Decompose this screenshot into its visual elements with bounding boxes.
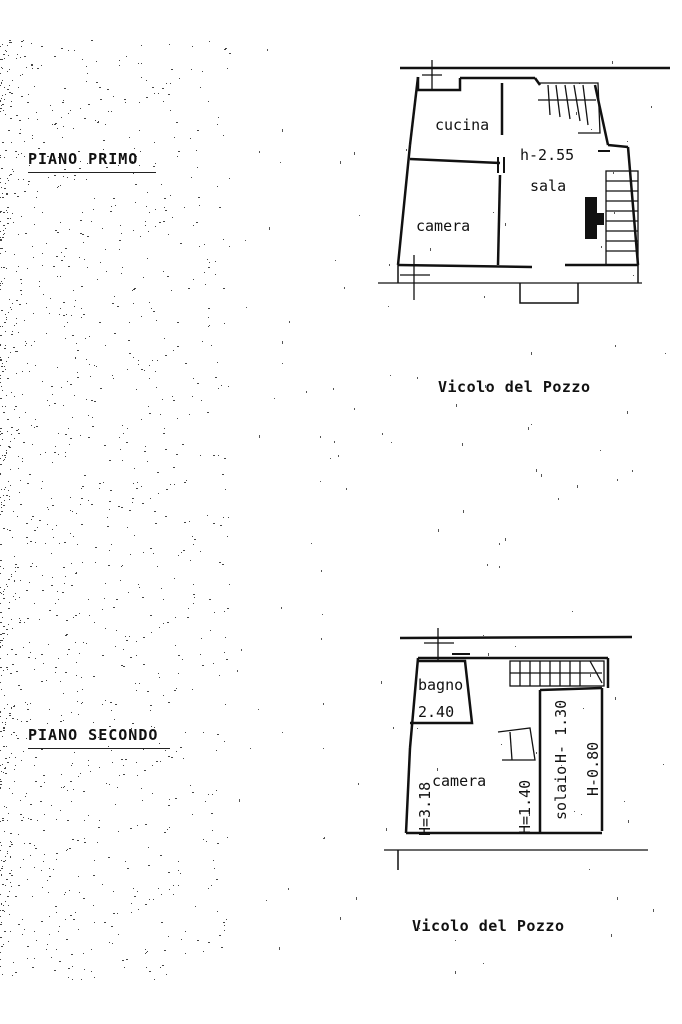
floor-1-title: PIANO PRIMO: [28, 150, 156, 173]
height-mid-label: H=1.40: [516, 780, 534, 834]
room-solaio-label: solaio: [552, 766, 570, 820]
height-left-label: H=3.18: [416, 782, 434, 836]
floor-2-plan: bagno 2.40 camera H=3.18 H=1.40 solaio H…: [384, 628, 648, 870]
height-solaio-2-label: H-0.80: [584, 742, 602, 796]
room-bagno-label: bagno: [418, 676, 463, 694]
floor-1-street-label: Vicolo del Pozzo: [438, 378, 591, 396]
floor-2-street-label: Vicolo del Pozzo: [412, 917, 565, 935]
height-label: h-2.55: [520, 146, 574, 164]
room-camera-label: camera: [416, 217, 470, 235]
height-solaio-1-label: H- 1.30: [552, 700, 570, 763]
room-camera-label: camera: [432, 772, 486, 790]
floor-1-plan: cucina h-2.55 sala camera: [378, 60, 670, 304]
floor-2-title: PIANO SECONDO: [28, 726, 170, 749]
room-sala-label: sala: [530, 177, 566, 195]
bathroom-height-label: 2.40: [418, 703, 454, 721]
room-cucina-label: cucina: [435, 116, 489, 134]
